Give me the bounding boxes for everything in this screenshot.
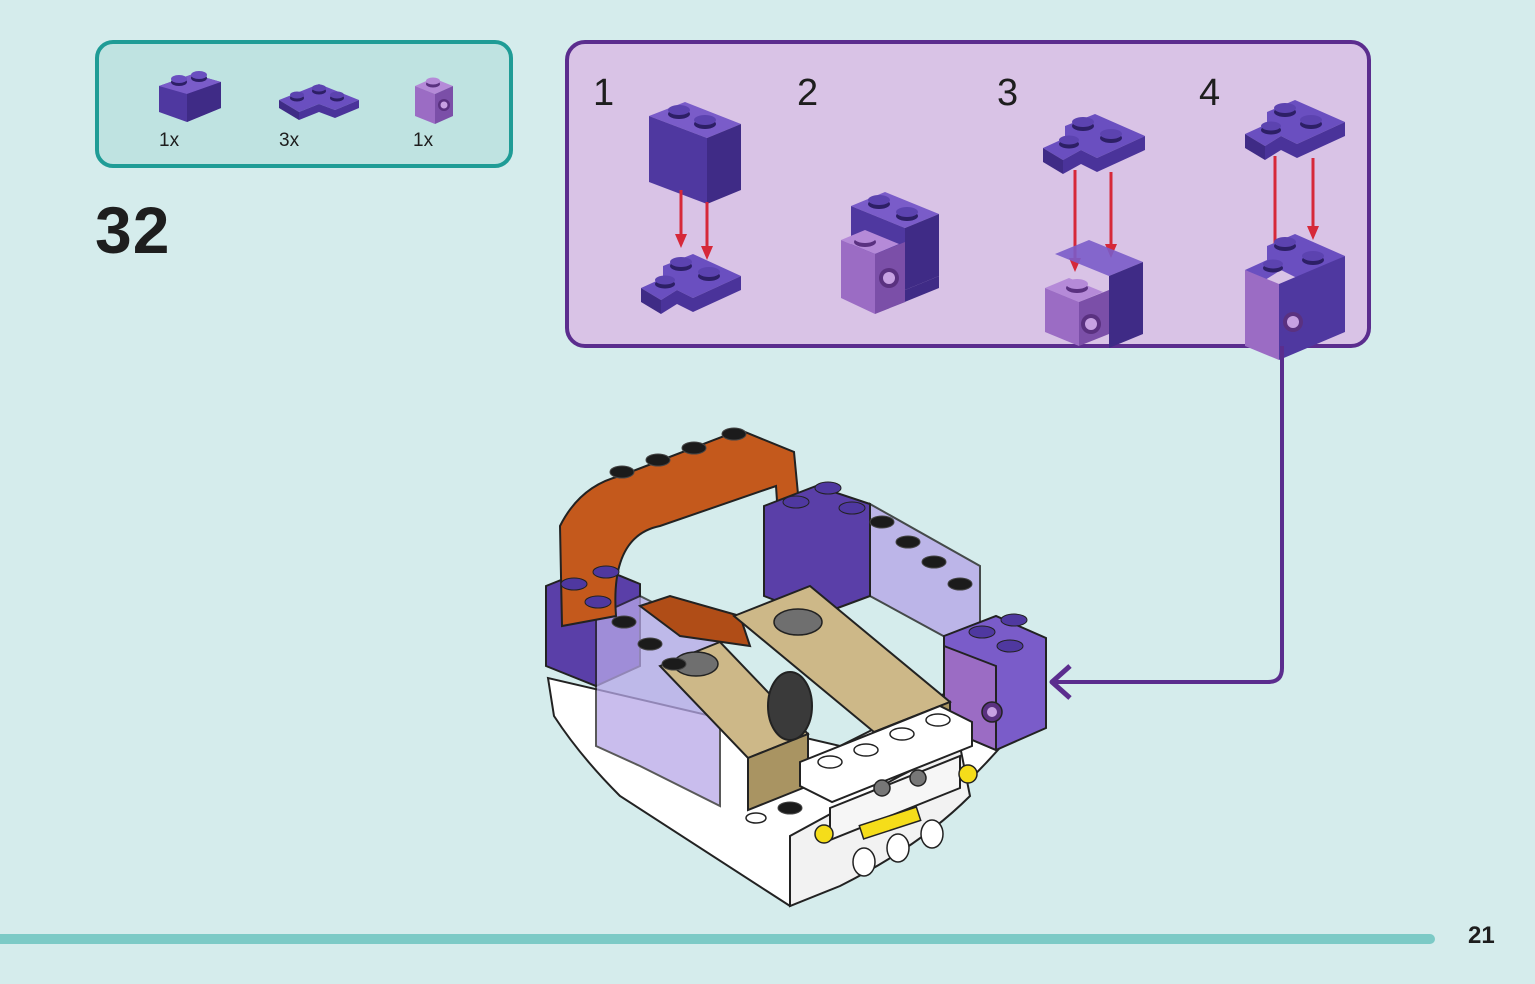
step-number: 32 <box>95 193 171 267</box>
part-qty: 1x <box>159 130 180 151</box>
substep-3-illustration <box>1043 114 1145 348</box>
substep-1-illustration <box>641 102 741 314</box>
corner-plate-icon <box>279 84 359 120</box>
substeps-callout: 1 2 3 4 <box>565 40 1371 360</box>
substep-label: 1 <box>593 72 615 114</box>
substep-label: 2 <box>797 72 819 114</box>
footer-bar <box>0 934 1435 944</box>
substep-label: 4 <box>1199 72 1221 114</box>
brick-1x2-icon <box>159 71 221 122</box>
attach-arrow <box>1049 346 1284 700</box>
substep-4-illustration <box>1245 100 1345 360</box>
main-model-illustration <box>545 427 1047 908</box>
substep-2-illustration <box>841 192 939 314</box>
page-number: 21 <box>1468 922 1495 949</box>
part-qty: 3x <box>279 130 300 151</box>
brick-side-stud-icon <box>415 77 453 124</box>
substep-label: 3 <box>997 72 1019 114</box>
part-qty: 1x <box>413 130 434 151</box>
parts-list: 1x 3x 1x <box>95 40 513 168</box>
